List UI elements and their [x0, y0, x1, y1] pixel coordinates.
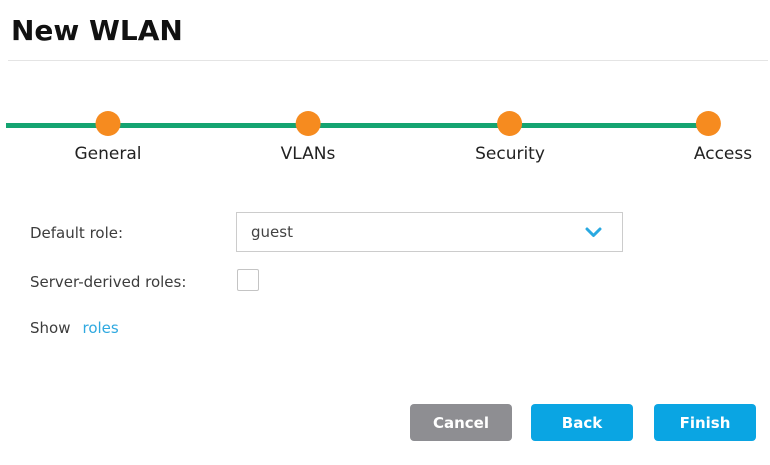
- finish-button[interactable]: Finish: [654, 404, 756, 441]
- step-dot[interactable]: [295, 111, 321, 136]
- step-dot[interactable]: [695, 111, 721, 136]
- step-dot[interactable]: [497, 111, 523, 136]
- back-button[interactable]: Back: [531, 404, 633, 441]
- step-vlans[interactable]: VLANs: [280, 111, 336, 164]
- step-label: General: [74, 144, 142, 164]
- server-derived-roles-checkbox[interactable]: [237, 269, 259, 291]
- step-access[interactable]: Access: [679, 111, 752, 164]
- stepper-progress-line: [6, 123, 714, 128]
- page-title: New WLAN: [11, 14, 183, 47]
- show-roles-row: Show roles: [30, 319, 119, 337]
- step-label: Access: [693, 144, 753, 164]
- default-role-select[interactable]: guest: [236, 212, 623, 252]
- chevron-down-icon: [585, 227, 602, 238]
- default-role-value: guest: [251, 223, 293, 241]
- title-divider: [8, 60, 768, 61]
- step-dot[interactable]: [95, 111, 121, 136]
- show-label: Show: [30, 319, 71, 337]
- roles-link[interactable]: roles: [82, 319, 119, 337]
- step-label: VLANs: [280, 144, 336, 164]
- server-derived-roles-label: Server-derived roles:: [30, 273, 187, 291]
- step-label: Security: [475, 144, 545, 164]
- cancel-button[interactable]: Cancel: [410, 404, 512, 441]
- step-security[interactable]: Security: [475, 111, 545, 164]
- default-role-label: Default role:: [30, 224, 124, 242]
- wizard-stepper: General VLANs Security Access: [0, 61, 770, 171]
- step-general[interactable]: General: [75, 111, 142, 164]
